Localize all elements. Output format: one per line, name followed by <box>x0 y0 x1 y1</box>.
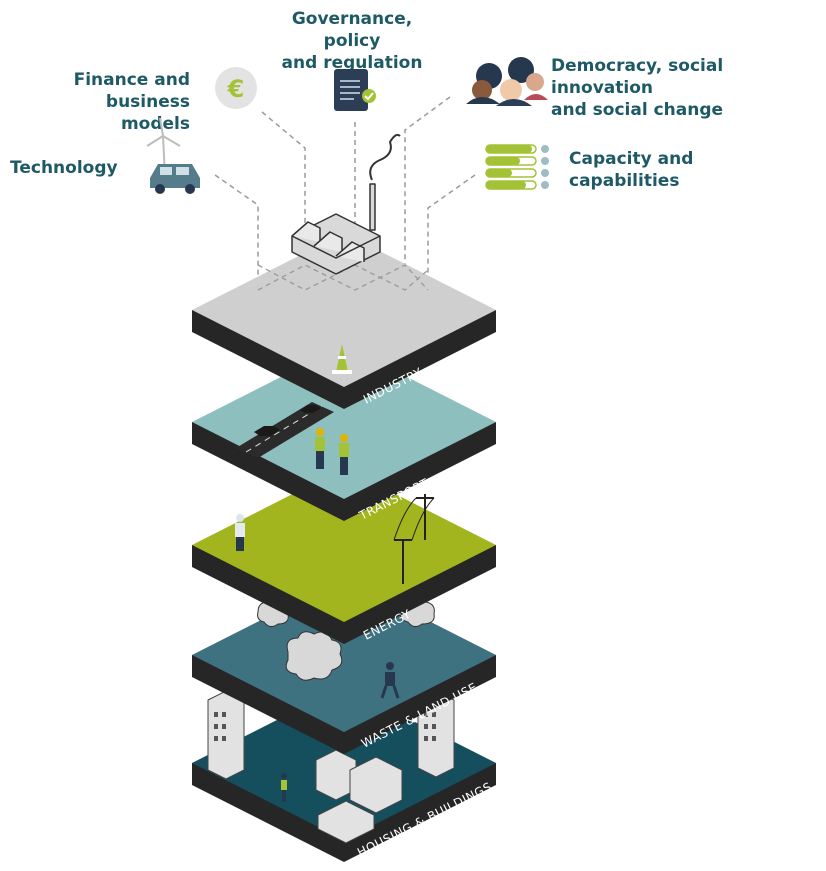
svg-text:€: € <box>227 75 245 103</box>
person-figure <box>380 662 400 699</box>
label-capacity: Capacity and capabilities <box>569 149 694 191</box>
power-pole <box>393 494 435 584</box>
car-figure <box>254 405 321 436</box>
document-check-icon <box>334 69 376 111</box>
label-governance: Governance, policy and regulation <box>281 9 423 73</box>
people-icon <box>466 57 548 106</box>
traffic-cone-icon <box>332 344 352 374</box>
person-figure <box>281 773 287 802</box>
layer-energy: ENERGY <box>192 468 496 644</box>
label-finance: Finance and business models <box>73 70 190 134</box>
label-democracy: Democracy, social innovation and social … <box>551 56 724 120</box>
car-wind-turbine-icon <box>146 117 200 194</box>
person-figure <box>235 514 245 551</box>
euro-icon: € <box>215 67 257 109</box>
layer-transport: TRANSPORT <box>192 345 496 523</box>
worker-figures <box>315 428 349 475</box>
factory-icon <box>291 133 401 275</box>
checklist-icon <box>485 144 549 190</box>
label-technology: Technology <box>10 158 118 178</box>
